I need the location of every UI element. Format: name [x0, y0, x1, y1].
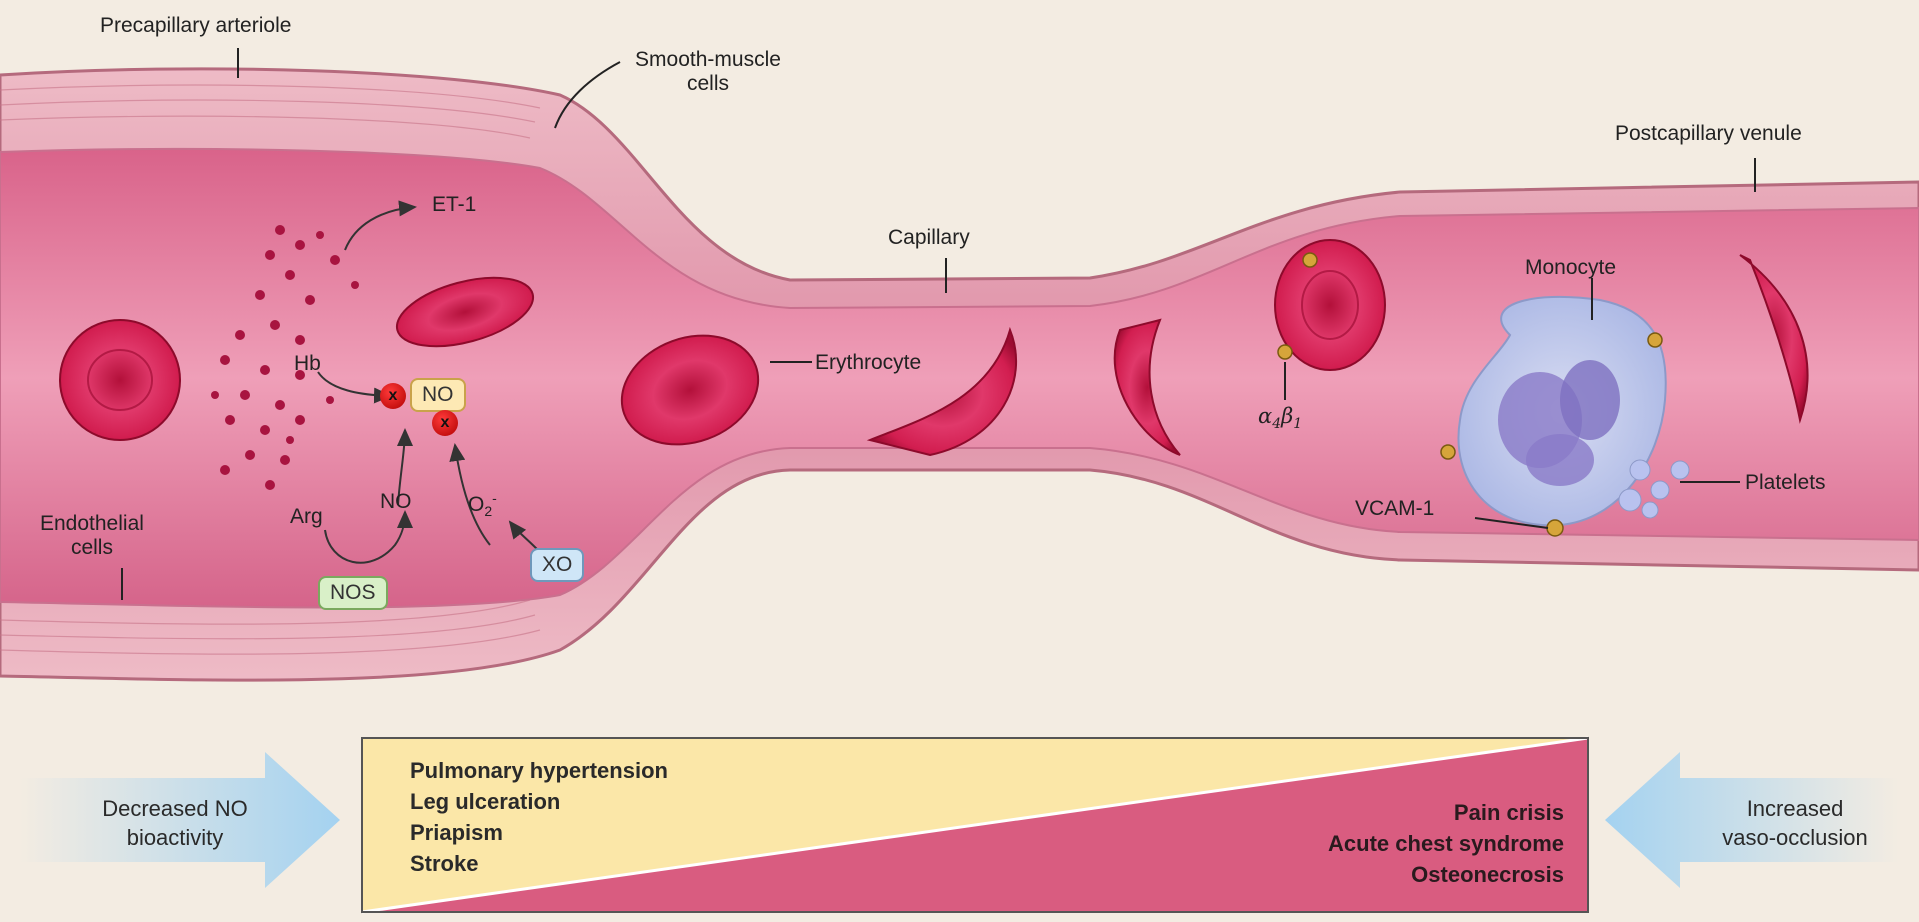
outcome-leg-ulceration: Leg ulceration — [410, 786, 668, 817]
outcome-osteonecrosis: Osteonecrosis — [1328, 859, 1564, 890]
label-smooth-muscle-line2: cells — [608, 72, 808, 96]
label-no-product: NO — [380, 490, 412, 514]
label-arg: Arg — [290, 505, 323, 529]
beta-symbol: β — [1281, 404, 1293, 428]
xo-box: XO — [530, 548, 584, 582]
decreased-no-line1: Decreased NO — [60, 794, 290, 823]
label-platelets: Platelets — [1745, 471, 1826, 495]
no-box: NO — [410, 378, 466, 412]
label-postcapillary-venule: Postcapillary venule — [1615, 122, 1802, 146]
outcome-stroke: Stroke — [410, 848, 668, 879]
label-erythrocyte: Erythrocyte — [815, 351, 921, 375]
outcome-pain-crisis: Pain crisis — [1328, 797, 1564, 828]
superoxide-base: O — [468, 493, 484, 516]
label-precapillary-arteriole: Precapillary arteriole — [100, 14, 291, 38]
superoxide-superscript: - — [492, 490, 497, 506]
label-superoxide: O2- — [468, 490, 497, 519]
label-endothelial-cells: Endothelial cells — [40, 512, 144, 560]
outcome-priapism: Priapism — [410, 817, 668, 848]
alpha-subscript: 4 — [1272, 416, 1281, 432]
block-mark-hb: x — [380, 383, 406, 409]
increased-vaso-line2: vaso-occlusion — [1680, 823, 1910, 852]
superoxide-subscript: 2 — [484, 503, 492, 519]
nos-box: NOS — [318, 576, 388, 610]
label-monocyte: Monocyte — [1525, 256, 1616, 280]
alpha-symbol: α — [1258, 404, 1272, 428]
vaso-occlusion-outcomes: Pain crisis Acute chest syndrome Osteone… — [1328, 797, 1564, 890]
no-bioactivity-outcomes: Pulmonary hypertension Leg ulceration Pr… — [410, 755, 668, 879]
label-hb: Hb — [294, 352, 321, 376]
decreased-no-label: Decreased NO bioactivity — [60, 794, 290, 852]
label-smooth-muscle: Smooth-muscle cells — [608, 48, 808, 96]
label-endothelial-line1: Endothelial — [40, 512, 144, 536]
decreased-no-line2: bioactivity — [60, 823, 290, 852]
label-vcam1: VCAM-1 — [1355, 497, 1434, 521]
beta-subscript: 1 — [1293, 416, 1302, 432]
label-capillary: Capillary — [888, 226, 970, 250]
increased-vaso-line1: Increased — [1680, 794, 1910, 823]
block-mark-superoxide: x — [432, 410, 458, 436]
outcome-pulmonary-hypertension: Pulmonary hypertension — [410, 755, 668, 786]
increased-vaso-occlusion-label: Increased vaso-occlusion — [1680, 794, 1910, 852]
label-endothelial-line2: cells — [40, 536, 144, 560]
label-alpha4-beta1: α4β1 — [1258, 404, 1302, 432]
outcome-acute-chest-syndrome: Acute chest syndrome — [1328, 828, 1564, 859]
label-smooth-muscle-line1: Smooth-muscle — [608, 48, 808, 72]
label-et1: ET-1 — [432, 193, 476, 217]
